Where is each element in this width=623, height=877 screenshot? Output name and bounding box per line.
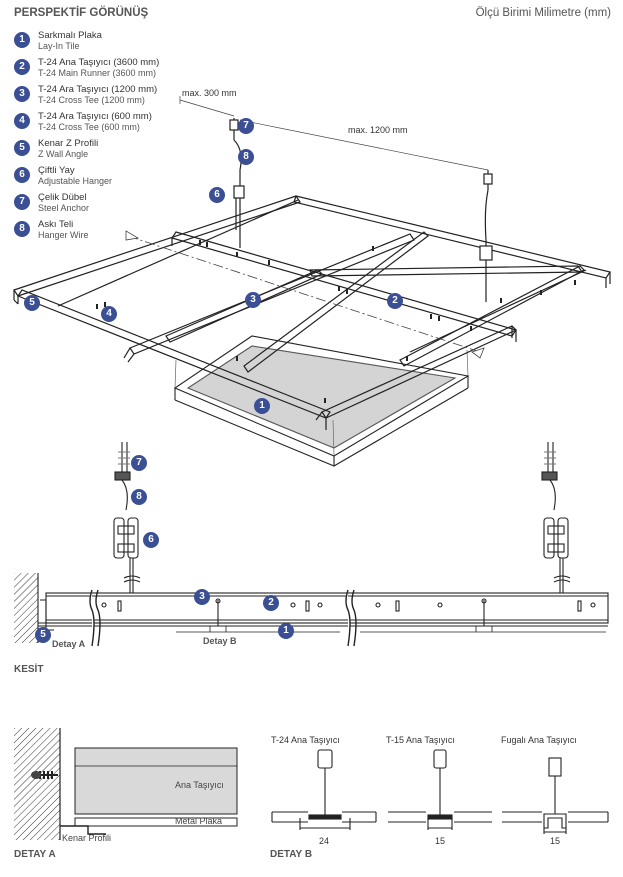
legend-label-tr: T-24 Ana Taşıyıcı (3600 mm) <box>38 57 160 68</box>
dimension-1200: max. 1200 mm <box>348 125 408 135</box>
callout-5: 5 <box>24 295 40 311</box>
legend-badge: 2 <box>14 59 30 75</box>
legend-badge: 1 <box>14 32 30 48</box>
profile-dim-fugali: 15 <box>550 836 561 846</box>
legend-label-tr: Askı Teli <box>38 219 74 230</box>
legend-badge: 8 <box>14 221 30 237</box>
section-title: KESİT <box>14 664 44 675</box>
detail-a-metal-tile-label: Metal Plaka <box>175 816 223 826</box>
profile-t24 <box>271 749 377 830</box>
callout-1: 1 <box>254 398 270 414</box>
section-hanger-left <box>113 442 141 604</box>
legend-label-en: Lay-In Tile <box>38 41 80 51</box>
legend-label-tr: Sarkmalı Plaka <box>38 30 102 41</box>
section-callout-1: 1 <box>278 623 294 639</box>
profile-dim-t24: 24 <box>319 836 330 846</box>
callout-4: 4 <box>101 306 117 322</box>
lay-in-tile <box>173 335 470 467</box>
profile-name-fugali: Fugalı Ana Taşıyıcı <box>501 735 577 745</box>
detail-b-drawing <box>271 749 609 834</box>
perspective-drawing <box>13 96 611 467</box>
legend-label-en: T-24 Cross Tee (1200 mm) <box>38 95 145 105</box>
section-drawing <box>14 442 609 647</box>
profile-dim-t15: 15 <box>435 836 446 846</box>
section-callout-8: 8 <box>131 489 147 505</box>
profile-t15 <box>388 749 492 830</box>
section-callout-7: 7 <box>131 455 147 471</box>
profile-name-t24: T-24 Ana Taşıyıcı <box>271 735 340 745</box>
legend-label-en: Z Wall Angle <box>38 149 89 159</box>
legend-label-en: T-24 Main Runner (3600 mm) <box>38 68 157 78</box>
detail-a-title: DETAY A <box>14 849 56 860</box>
callout-3: 3 <box>245 292 261 308</box>
legend-badge: 5 <box>14 140 30 156</box>
legend-label-tr: Çiftli Yay <box>38 165 75 176</box>
callout-2: 2 <box>387 293 403 309</box>
legend-label-en: Steel Anchor <box>38 203 90 213</box>
section-callout-3: 3 <box>194 589 210 605</box>
callout-7: 7 <box>238 118 254 134</box>
page-title: PERSPEKTİF GÖRÜNÜŞ <box>14 7 149 19</box>
legend-label-en: T-24 Cross Tee (600 mm) <box>38 122 140 132</box>
legend-label-tr: T-24 Ara Taşıyıcı (1200 mm) <box>38 84 158 95</box>
legend-label-tr: Çelik Dübel <box>38 192 87 203</box>
section-callout-2: 2 <box>263 595 279 611</box>
section-hanger-right <box>541 442 571 604</box>
callout-8: 8 <box>238 149 254 165</box>
detail-a-main-runner-label: Ana Taşıyıcı <box>175 780 224 790</box>
legend-label-en: Hanger Wire <box>38 230 89 240</box>
legend-badge: 3 <box>14 86 30 102</box>
legend-label-tr: T-24 Ara Taşıyıcı (600 mm) <box>38 111 152 122</box>
profile-name-t15: T-15 Ana Taşıyıcı <box>386 735 455 745</box>
detail-a-label: Detay A <box>52 639 86 649</box>
section-callout-5: 5 <box>35 627 51 643</box>
hanger-wire-right <box>479 170 493 302</box>
unit-label: Ölçü Birimi Milimetre (mm) <box>475 7 611 19</box>
legend-label-tr: Kenar Z Profili <box>38 138 99 149</box>
legend-badge: 6 <box>14 167 30 183</box>
dimension-300: max. 300 mm <box>182 88 237 98</box>
section-callout-6: 6 <box>143 532 159 548</box>
profile-fugali <box>502 757 609 834</box>
grid-frame <box>13 195 611 430</box>
legend-badge: 4 <box>14 113 30 129</box>
detail-a-drawing <box>14 728 238 840</box>
detail-a-edge-profile-label: Kenar Profili <box>62 833 112 843</box>
legend-badge: 7 <box>14 194 30 210</box>
detail-b-title: DETAY B <box>270 849 313 860</box>
callout-6: 6 <box>209 187 225 203</box>
legend-label-en: Adjustable Hanger <box>38 176 113 186</box>
detail-b-label: Detay B <box>203 636 237 646</box>
